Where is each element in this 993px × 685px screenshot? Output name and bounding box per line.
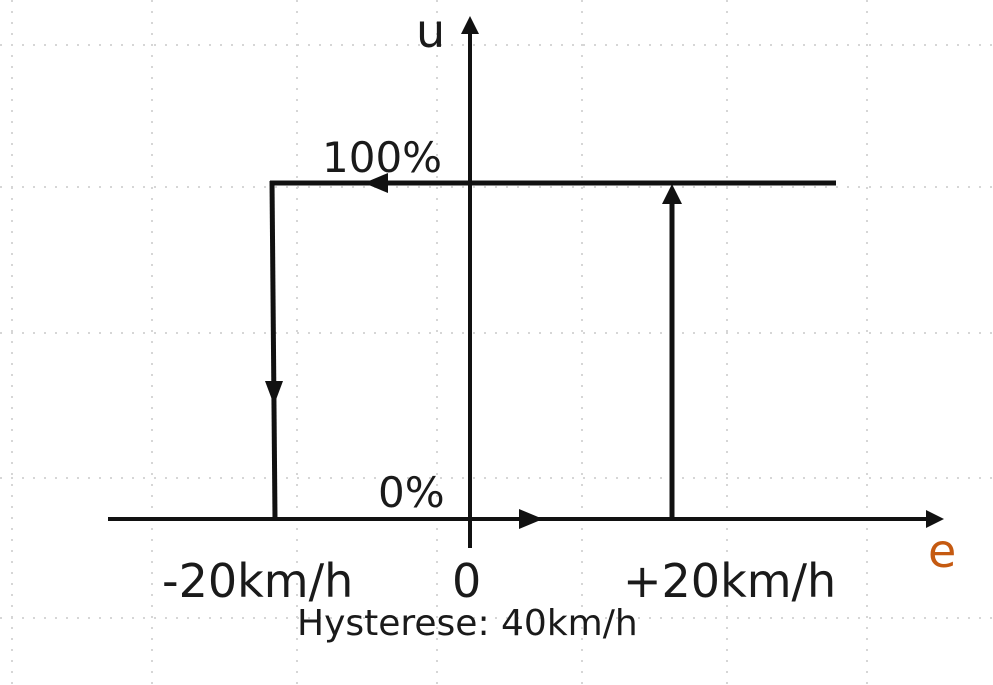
tick-label-left: -20km/h (162, 554, 354, 608)
left-switch-line (269, 180, 278, 520)
arrow-right-icon (519, 509, 543, 529)
arrow-left-icon (364, 173, 388, 193)
upper-level-label: 100% (322, 133, 443, 182)
arrow-up-icon (662, 184, 682, 204)
arrow-down-icon (265, 381, 283, 405)
tick-label-right: +20km/h (623, 554, 837, 608)
y-axis-arrowhead (461, 16, 479, 34)
hysteresis-caption: Hysterese: 40km/h (297, 603, 638, 644)
x-axis-label: e (928, 524, 957, 578)
y-axis-label: u (416, 4, 446, 58)
x-axis-arrowhead (926, 510, 944, 528)
tick-label-center: 0 (452, 554, 482, 608)
lower-level-label: 0% (378, 468, 445, 517)
